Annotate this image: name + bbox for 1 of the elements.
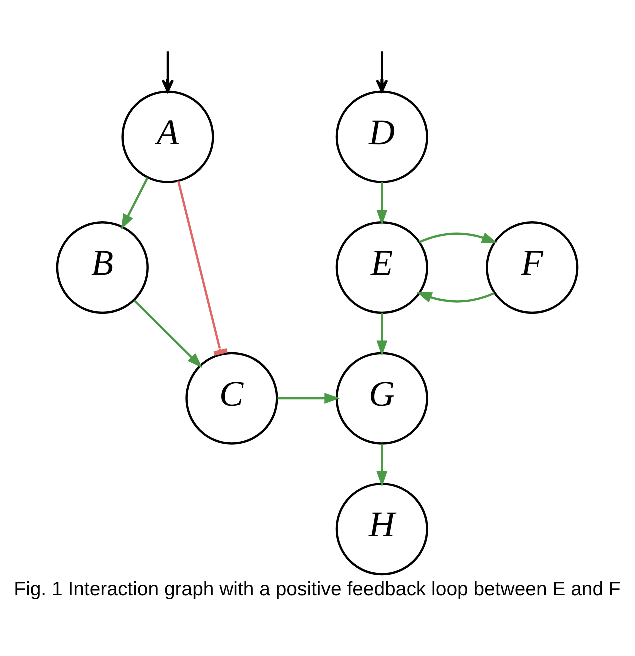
caption: Fig. 1 Interaction graph with a positive feedback loop between E and F [14,578,621,600]
